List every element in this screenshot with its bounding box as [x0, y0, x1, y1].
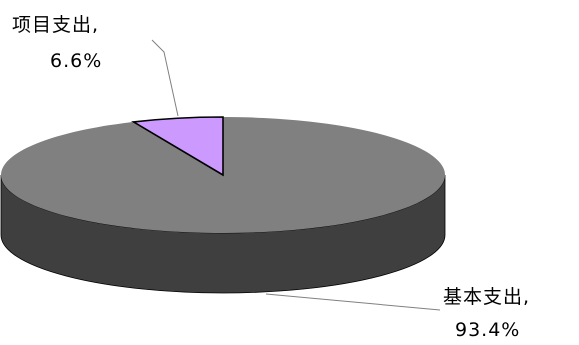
project-slice-top	[131, 116, 224, 177]
label-basic-name: 基本支出,	[443, 286, 530, 308]
label-project-percent: 6.6%	[50, 50, 102, 72]
pie-tops	[0, 116, 445, 234]
basic-leader-line	[265, 293, 441, 311]
label-basic-percent: 93.4%	[455, 319, 520, 341]
label-project-name: 项目支出,	[12, 14, 99, 36]
leader-lines	[151, 39, 441, 311]
project-leader-line	[151, 39, 179, 117]
